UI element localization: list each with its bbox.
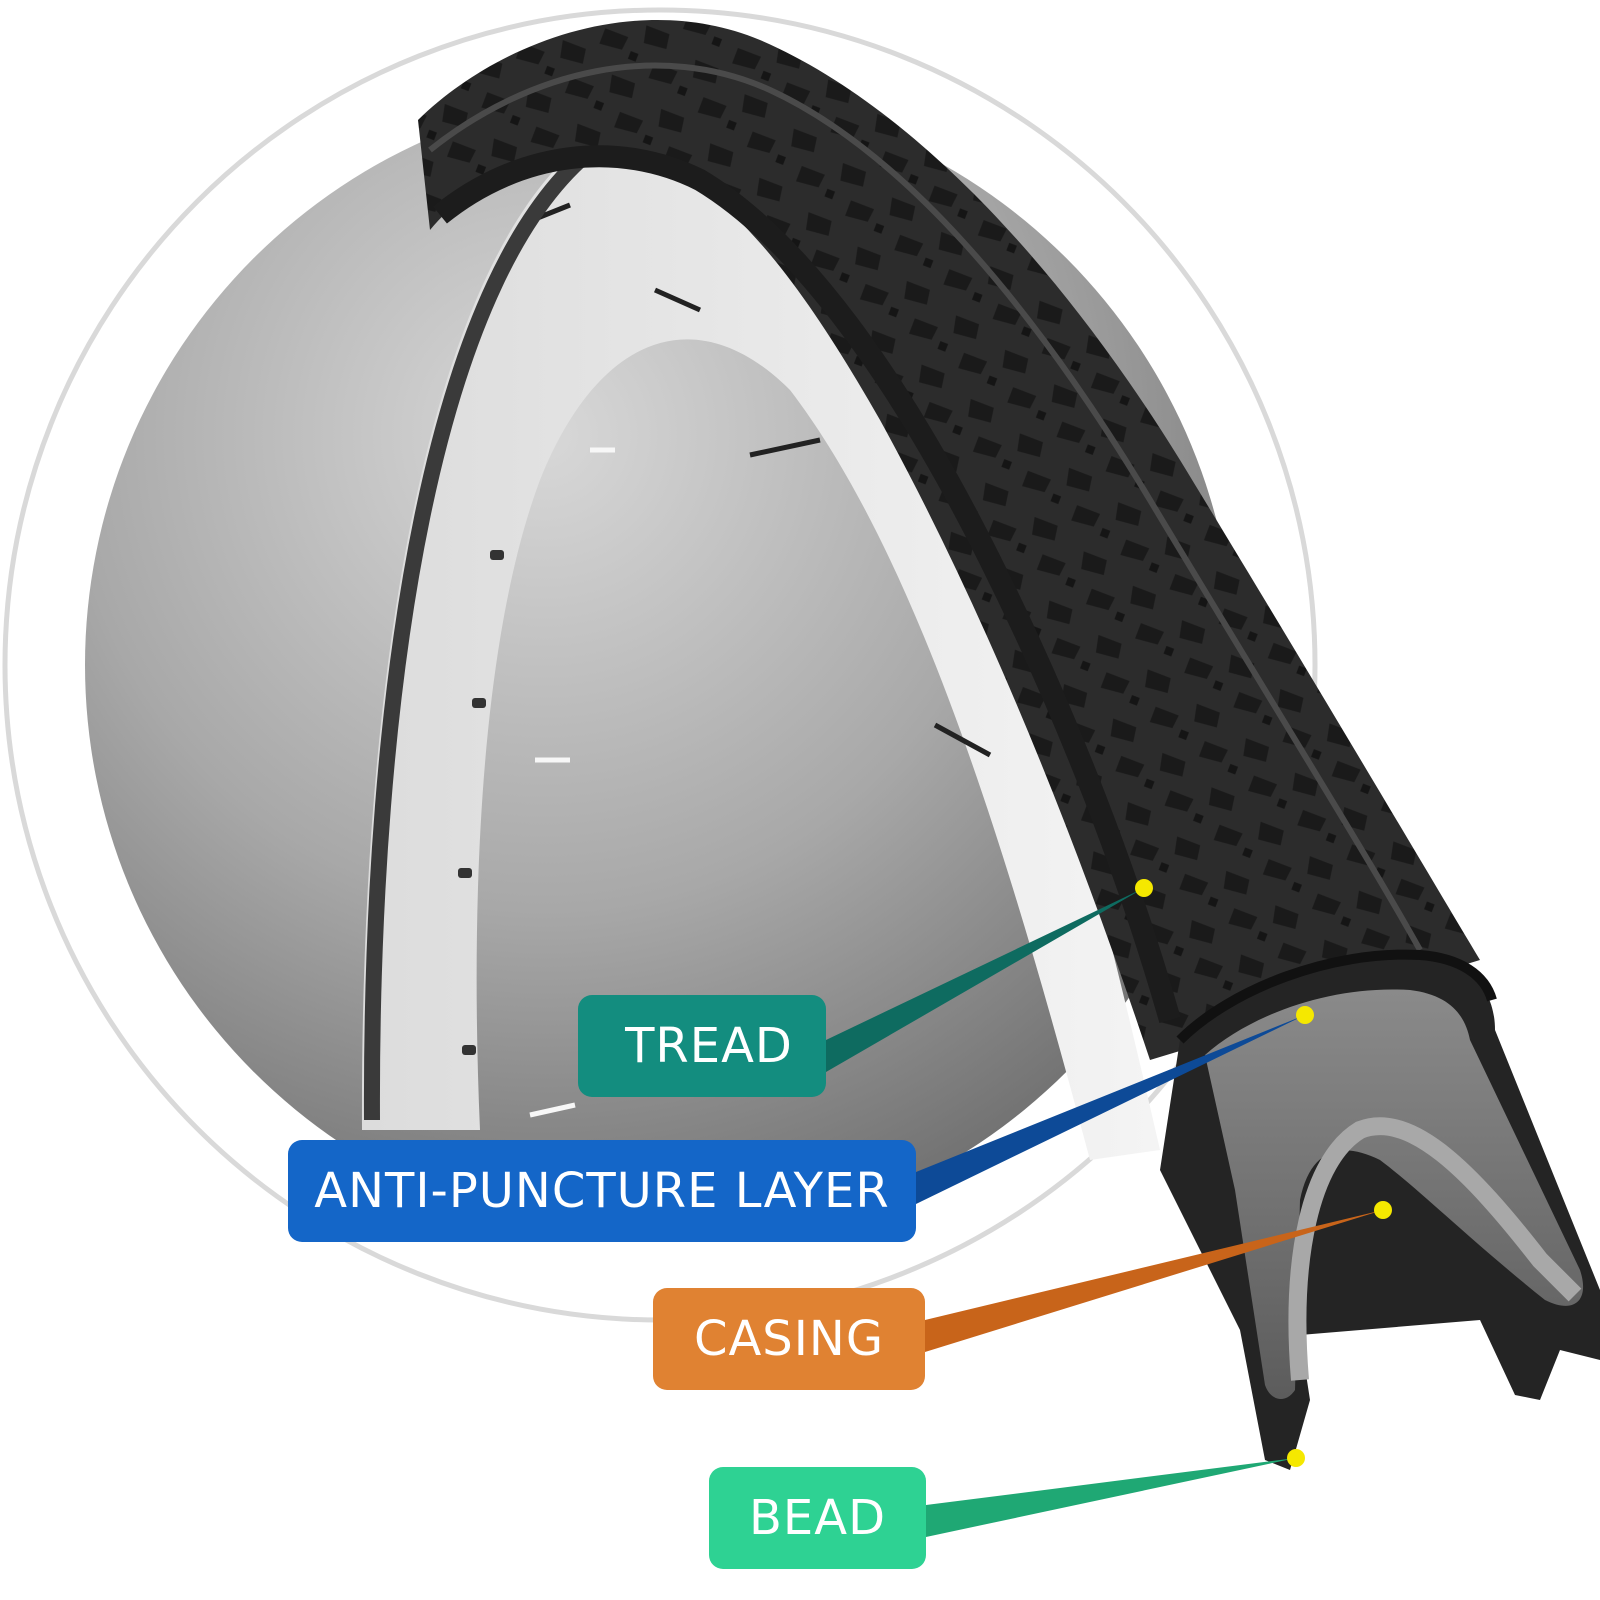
casing-layer xyxy=(1288,1117,1582,1381)
anti-puncture-marker xyxy=(1296,1006,1314,1024)
rim-lines xyxy=(529,447,615,1118)
tread-marker xyxy=(1135,879,1153,897)
casing-label: CASING xyxy=(653,1288,925,1390)
anti-puncture-connector xyxy=(916,1015,1305,1204)
casing-connector xyxy=(925,1210,1383,1352)
bead-label: BEAD xyxy=(709,1467,926,1569)
tire-sidewall-band xyxy=(361,108,1160,1160)
tire-inner-edge xyxy=(363,133,610,1121)
bead-connector xyxy=(926,1458,1296,1537)
tread-shoulder xyxy=(428,62,1423,952)
anti-puncture-band xyxy=(1176,949,1497,1044)
tread-edge xyxy=(433,145,1181,1024)
tread-connector xyxy=(826,888,1144,1072)
marker-dots xyxy=(1135,879,1392,1467)
tire-tread-arc xyxy=(418,19,1480,1060)
anti-puncture-layer-label: ANTI-PUNCTURE LAYER xyxy=(288,1140,916,1242)
casing-marker xyxy=(1374,1201,1392,1219)
tire-cross-section-casing xyxy=(1205,989,1584,1400)
tread-label: TREAD xyxy=(578,995,826,1097)
bead-marker xyxy=(1287,1449,1305,1467)
